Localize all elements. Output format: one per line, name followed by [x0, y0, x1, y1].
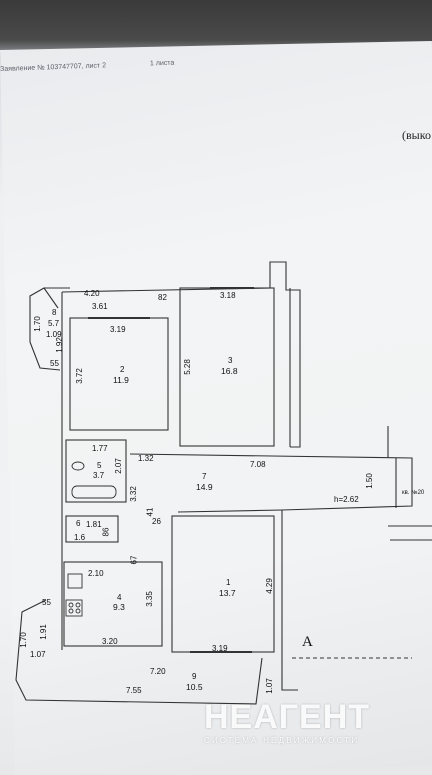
dimension-label: 82 [158, 293, 167, 302]
room-area: 11.9 [113, 375, 129, 385]
room-4-outline [63, 561, 163, 647]
sink-icon [67, 573, 83, 589]
dimension-label: 1.09 [46, 330, 62, 339]
room-area: 16.8 [221, 366, 238, 376]
dimension-label: 2.10 [88, 569, 104, 578]
room-number: 5 [97, 461, 102, 470]
dimension-label: 55 [50, 359, 59, 368]
dimension-label: 3.32 [128, 486, 138, 502]
dimension-label: 3.19 [110, 325, 126, 334]
room-number: 2 [120, 365, 125, 374]
dimension-label: 3.61 [92, 302, 108, 311]
dimension-label: 3.72 [74, 368, 84, 384]
watermark: НЕАГЕНТ СИСТЕМА НЕДВИЖИМОСТИ [204, 700, 404, 745]
dimension-label: 55 [42, 598, 51, 607]
watermark-subtitle: СИСТЕМА НЕДВИЖИМОСТИ [204, 736, 360, 745]
room-6-outline [65, 515, 119, 543]
dimension-label: 41 [145, 507, 155, 517]
neighbor-apartment-label: кв. №20 [402, 490, 425, 496]
dimension-label: 67 [129, 555, 139, 565]
room-area: 10.5 [186, 682, 203, 692]
dimension-label: 1.77 [92, 444, 108, 453]
dimension-label: 1.32 [138, 454, 154, 463]
dimension-label: 1.92 [54, 337, 64, 353]
watermark-logo: НЕАГЕНТ [204, 698, 371, 736]
room-area: 5.7 [48, 319, 60, 328]
dimension-label: 26 [152, 517, 161, 526]
room-5-outline [65, 439, 127, 503]
section-marker: A [302, 634, 313, 650]
room-area: 9.3 [113, 602, 125, 612]
room-number: 3 [228, 356, 233, 365]
room-2-outline [69, 317, 169, 431]
dimension-label: 3.18 [220, 291, 236, 300]
dimension-label: h=2.62 [334, 495, 359, 504]
dimension-label: 7.08 [250, 460, 266, 469]
dimension-label: 1.70 [18, 632, 28, 648]
room-number: 4 [117, 593, 122, 602]
dimension-label: 1.50 [364, 473, 374, 489]
dimension-label: 2.07 [113, 458, 123, 474]
bathtub-icon [71, 485, 117, 499]
dimension-label: 7.55 [126, 686, 142, 695]
dimension-label: 4.29 [264, 578, 274, 594]
dimension-label: 1.07 [30, 650, 46, 659]
bay-window-top [29, 287, 61, 371]
dimension-label: 7.20 [150, 667, 166, 676]
room-area: 1.6 [74, 533, 86, 542]
dimension-label: 5.28 [182, 359, 192, 375]
dimension-label: 3.19 [212, 644, 228, 653]
dimension-label: 4.20 [84, 289, 100, 298]
dimension-label: 1.91 [38, 624, 48, 640]
dimension-label: 3.20 [102, 637, 118, 646]
room-area: 13.7 [219, 588, 236, 598]
room-number: 6 [76, 519, 81, 528]
room-number: 9 [192, 672, 197, 681]
toilet-icon [71, 461, 85, 471]
stove-icon [65, 599, 83, 617]
room-1-outline [171, 515, 275, 653]
dimension-label: 1.70 [32, 316, 42, 332]
room-number: 8 [52, 308, 57, 317]
extract-label: (выко [402, 128, 431, 142]
room-number: 1 [226, 578, 231, 587]
dimension-label: 86 [101, 527, 111, 537]
room-area: 3.7 [93, 471, 105, 480]
room-area: 14.9 [196, 482, 213, 492]
dimension-label: 3.35 [144, 591, 154, 607]
room-number: 7 [202, 472, 207, 481]
dimension-label: 1.07 [264, 678, 274, 694]
dimension-label: 1.81 [86, 520, 102, 529]
